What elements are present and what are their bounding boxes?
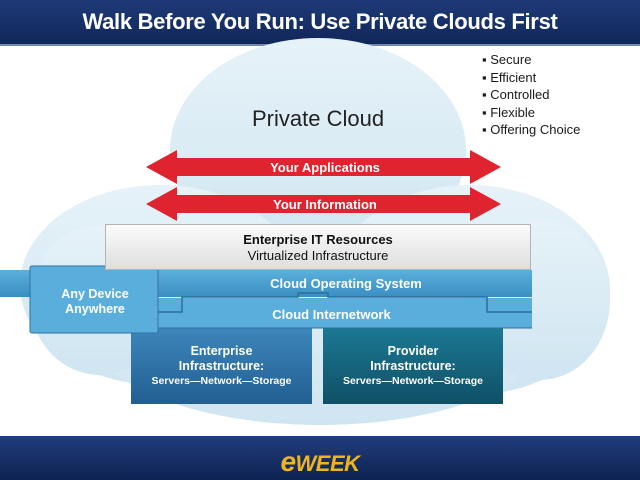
provider-infrastructure-box [323,328,503,404]
any-device-line1: Any Device [61,287,129,301]
cloud-os-label: Cloud Operating System [270,276,422,291]
enterprise-infrastructure-label: Enterprise Infrastructure: Servers—Netwo… [131,344,312,388]
enterprise-infra-line2: Infrastructure: [178,359,265,373]
any-device-box [29,265,159,334]
provider-infra-line2: Infrastructure: [370,359,456,373]
provider-infrastructure-label: Provider Infrastructure: Servers—Network… [323,344,503,388]
eweek-logo: eWEEK [280,446,360,477]
enterprise-it-title: Enterprise IT Resources [243,232,393,247]
slide-title: Walk Before You Run: Use Private Clouds … [82,9,558,34]
arrow-applications [146,150,501,184]
your-applications-label: Your Applications [270,160,380,175]
benefit-item: ▪ Controlled [482,87,550,102]
benefit-item: ▪ Flexible [482,104,536,120]
benefit-item: ▪ Efficient [482,69,537,85]
provider-infra-line1: Provider [387,344,439,358]
benefit-item: ▪ Secure [482,52,532,67]
enterprise-infra-detail: Servers—Network—Storage [151,375,292,387]
cloud-internetwork-band [131,298,532,328]
footer-bar [0,436,640,480]
your-information-label: Your Information [273,197,377,212]
arrow-information [146,187,501,221]
virtualized-infrastructure-label: Virtualized Infrastructure [247,248,389,263]
cloud-internetwork-label: Cloud Internetwork [272,307,391,322]
cloud-title: Private Cloud [252,106,385,131]
network-line [131,292,532,313]
provider-infra-detail: Servers—Network—Storage [342,375,484,387]
enterprise-infra-line1: Enterprise [190,344,253,358]
any-device-line2: Anywhere [65,302,125,316]
benefits-list: ▪ Secure ▪ Efficient ▪ Controlled ▪ Flex… [482,51,580,139]
enterprise-infrastructure-box [131,328,312,404]
any-device-label: Any Device Anywhere [32,287,158,317]
benefit-item: ▪ Offering Choice [482,122,581,137]
enterprise-it-resources-box [105,224,531,270]
